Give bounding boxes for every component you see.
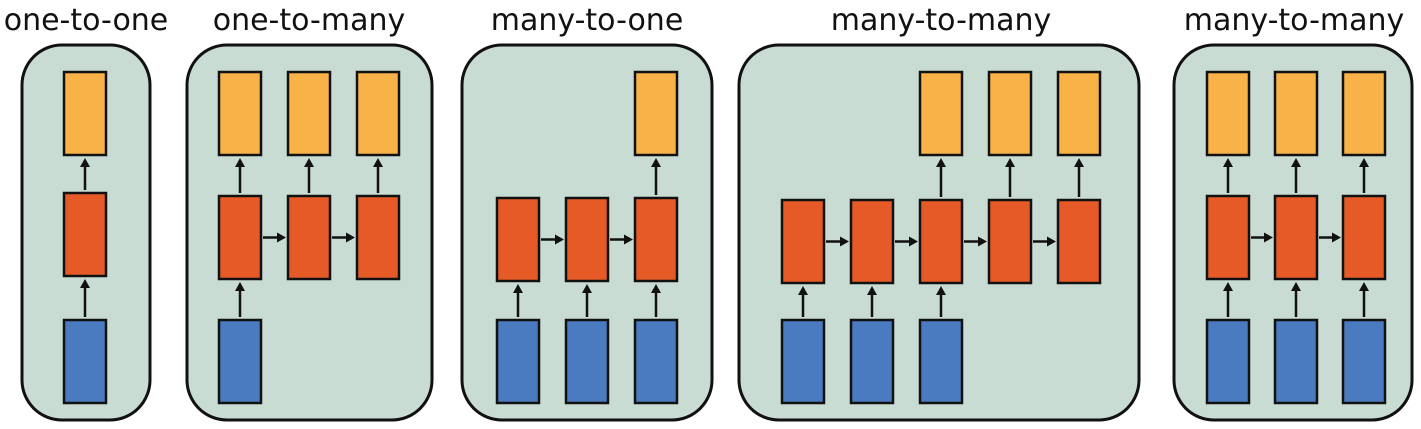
input-to-hidden-arrow	[1359, 282, 1369, 317]
hidden-state-cell	[918, 198, 964, 285]
input-cell	[217, 318, 263, 405]
input-to-hidden-arrow	[80, 279, 90, 317]
hidden-state-cell	[355, 194, 401, 281]
hidden-state-cell	[1341, 194, 1387, 281]
recurrent-arrow	[895, 236, 918, 247]
hidden-to-output-arrow	[373, 158, 383, 193]
hidden-to-output-arrow	[1291, 158, 1301, 193]
recurrent-arrow	[610, 234, 633, 245]
hidden-state-cell	[217, 194, 263, 281]
input-cell	[495, 318, 541, 405]
output-cell	[1205, 70, 1251, 157]
output-cell	[62, 70, 108, 157]
output-cell	[987, 70, 1033, 157]
recurrent-arrow	[332, 232, 355, 243]
recurrent-arrow	[826, 236, 849, 247]
hidden-to-output-arrow	[304, 158, 314, 193]
input-cell	[1273, 318, 1319, 405]
input-cell	[1341, 318, 1387, 405]
recurrent-arrow	[541, 234, 564, 245]
hidden-to-output-arrow	[80, 158, 90, 190]
hidden-to-output-arrow	[936, 158, 946, 197]
output-cell	[286, 70, 332, 157]
input-to-hidden-arrow	[867, 286, 877, 317]
output-cell	[1341, 70, 1387, 157]
input-to-hidden-arrow	[235, 282, 245, 317]
output-cell	[1056, 70, 1102, 157]
hidden-state-cell	[286, 194, 332, 281]
recurrent-arrow	[1319, 232, 1341, 243]
input-cell	[633, 318, 679, 405]
output-cell	[217, 70, 263, 157]
hidden-state-cell	[780, 198, 826, 285]
input-cell	[918, 318, 964, 405]
recurrent-arrow	[964, 236, 987, 247]
panel-many-to-one: many-to-one	[460, 3, 714, 422]
output-cell	[918, 70, 964, 157]
input-to-hidden-arrow	[1291, 282, 1301, 317]
panel-title: many-to-many	[1184, 3, 1405, 38]
output-cell	[1273, 70, 1319, 157]
input-cell	[849, 318, 895, 405]
input-cell	[780, 318, 826, 405]
panel-title: many-to-many	[831, 3, 1052, 38]
hidden-to-output-arrow	[1223, 158, 1233, 193]
input-to-hidden-arrow	[936, 286, 946, 317]
output-cell	[355, 70, 401, 157]
recurrent-arrow	[263, 232, 286, 243]
hidden-to-output-arrow	[1359, 158, 1369, 193]
hidden-state-cell	[495, 196, 541, 283]
hidden-state-cell	[1205, 194, 1251, 281]
panel-title: one-to-many	[213, 3, 406, 38]
input-to-hidden-arrow	[1223, 282, 1233, 317]
input-cell	[1205, 318, 1251, 405]
hidden-state-cell	[633, 196, 679, 283]
recurrent-arrow	[1033, 236, 1056, 247]
input-to-hidden-arrow	[582, 284, 592, 317]
hidden-to-output-arrow	[651, 158, 661, 195]
panel-title: one-to-one	[4, 3, 169, 38]
input-cell	[62, 318, 108, 405]
hidden-state-cell	[1056, 198, 1102, 285]
hidden-state-cell	[849, 198, 895, 285]
input-cell	[564, 318, 610, 405]
hidden-to-output-arrow	[235, 158, 245, 193]
input-to-hidden-arrow	[513, 284, 523, 317]
recurrent-arrow	[1251, 232, 1273, 243]
panel-one-to-many: one-to-many	[185, 3, 434, 422]
panel-many-to-many-synced: many-to-many	[1172, 3, 1414, 422]
panel-title: many-to-one	[491, 3, 684, 38]
input-to-hidden-arrow	[798, 286, 808, 317]
hidden-state-cell	[987, 198, 1033, 285]
output-cell	[633, 70, 679, 157]
hidden-to-output-arrow	[1005, 158, 1015, 197]
panel-one-to-one: one-to-one	[4, 3, 169, 422]
input-to-hidden-arrow	[651, 284, 661, 317]
hidden-state-cell	[62, 191, 108, 278]
hidden-to-output-arrow	[1074, 158, 1084, 197]
panel-many-to-many-delayed: many-to-many	[737, 3, 1141, 422]
hidden-state-cell	[1273, 194, 1319, 281]
hidden-state-cell	[564, 196, 610, 283]
